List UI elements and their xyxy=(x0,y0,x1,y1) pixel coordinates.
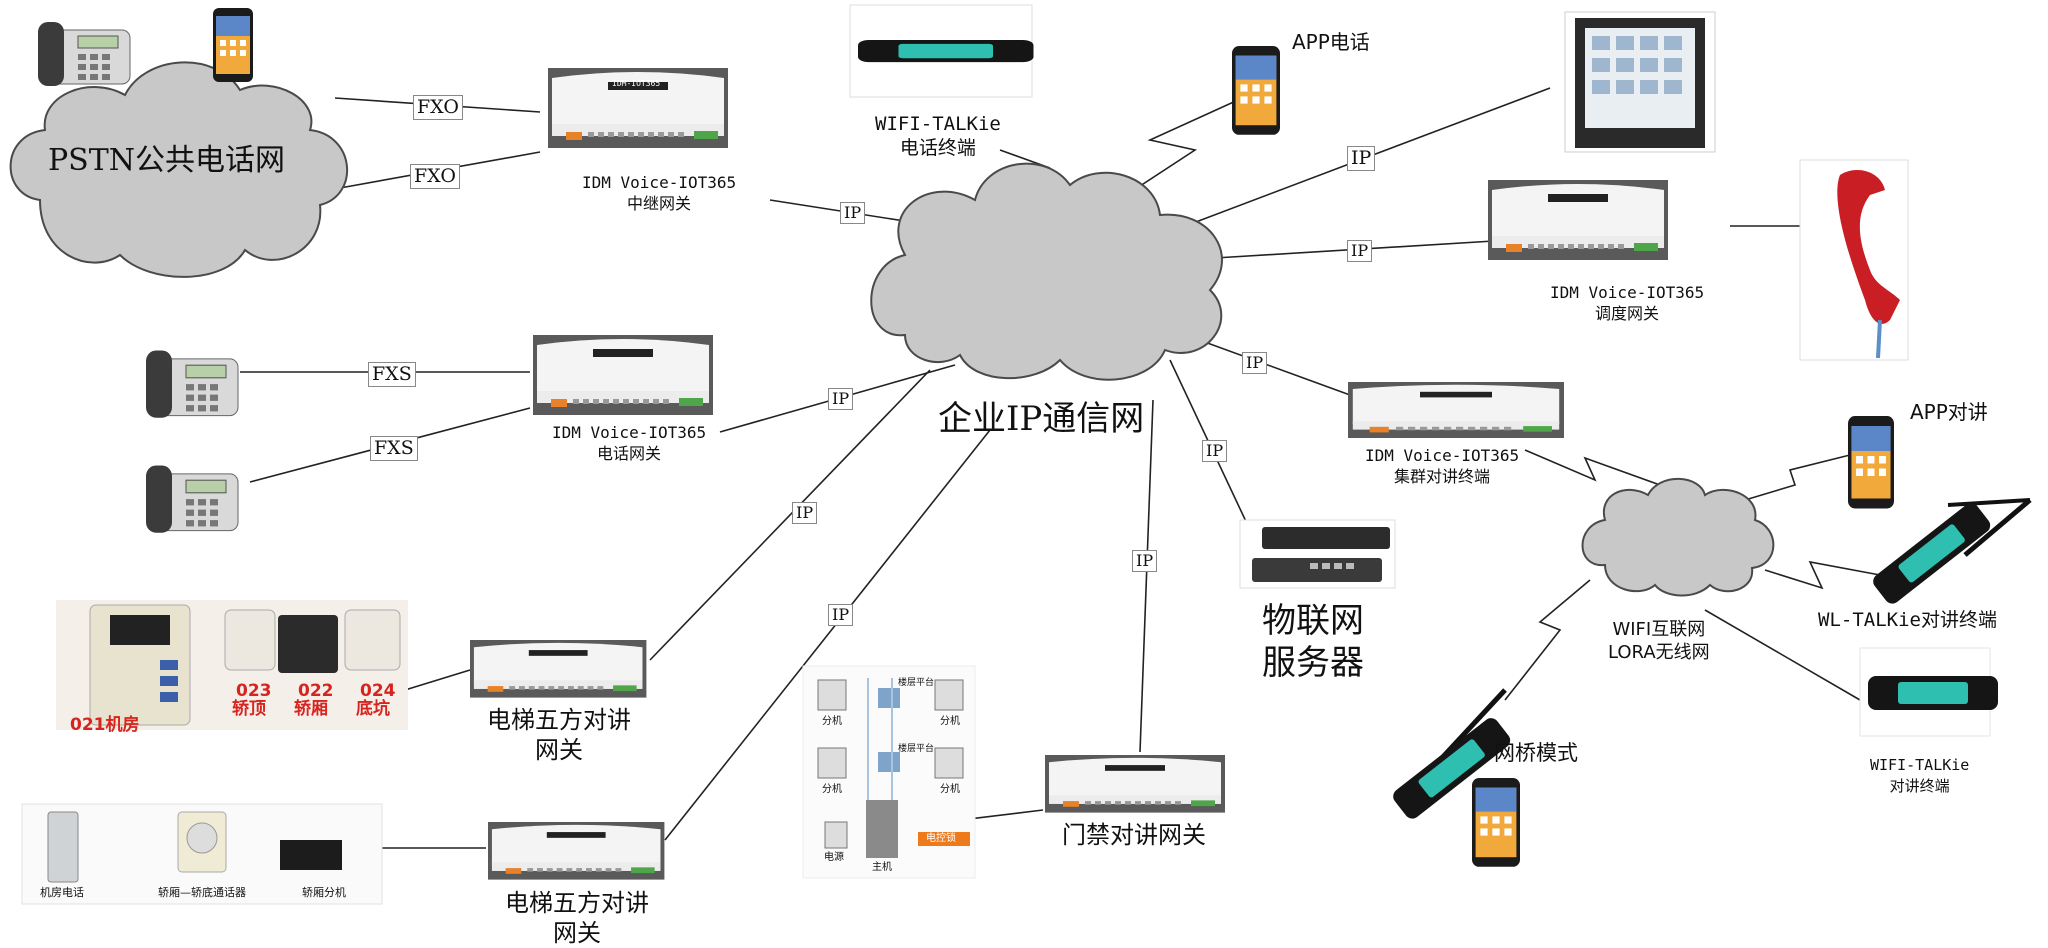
red-handset-icon xyxy=(1799,159,1909,361)
wifi-talkie-right-model: WIFI-TALKie xyxy=(1870,756,1970,774)
machine-room-label: 021机房 xyxy=(70,715,140,735)
elevator2-gateway-line2: 网关 xyxy=(553,919,601,947)
ip-tag-phone: IP xyxy=(828,388,854,410)
elevator1-gateway-label: 电梯五方对讲 网关 xyxy=(487,705,631,765)
wifi-talkie-top-type: 电话终端 xyxy=(899,137,976,159)
elevator2-gateway-label: 电梯五方对讲 网关 xyxy=(505,888,649,948)
gateway-brand: IDM-IOT365 xyxy=(612,79,661,88)
app-talk-label: APP对讲 xyxy=(1910,400,1988,424)
desk-phone-icon xyxy=(145,464,239,534)
wifi-cloud-line2: LORA无线网 xyxy=(1608,642,1710,663)
elevator-name-1: 轿顶 xyxy=(232,699,266,719)
cluster-device xyxy=(1348,382,1564,438)
elevator2-gateway-device xyxy=(488,822,665,880)
phone-gateway-model: IDM Voice-IOT365 xyxy=(552,423,707,442)
wl-talkie-icon xyxy=(1870,498,2032,607)
elevator2-gateway-line1: 电梯五方对讲 xyxy=(505,889,649,917)
door-platform-2: 楼层平台 xyxy=(898,744,935,754)
elevator-intercom-photo xyxy=(56,600,408,730)
door-ext-4: 分机 xyxy=(940,784,960,795)
elevator-name-3: 底坑 xyxy=(356,699,390,719)
wl-talkie-label: WL-TALKie对讲终端 xyxy=(1818,609,1997,631)
ip-tag-server: IP xyxy=(1202,440,1228,462)
ip-tag-dispatch: IP xyxy=(1347,240,1373,262)
phone-gateway-label: IDM Voice-IOT365 电话网关 xyxy=(552,422,706,464)
device-caption-2: 轿厢—轿底通话器 xyxy=(158,886,246,899)
ip-tag-elevator2: IP xyxy=(828,604,854,626)
ip-tag-trunk: IP xyxy=(840,202,866,224)
trunk-gateway-type: 中继网关 xyxy=(627,194,692,213)
bridge-talkie-icon xyxy=(1390,688,1514,822)
door-gateway-label: 门禁对讲网关 xyxy=(1062,821,1206,849)
iot-server-label: 物联网 服务器 xyxy=(1262,600,1364,684)
fxs-tag-1: FXS xyxy=(368,362,416,387)
pstn-cloud-label: PSTN公共电话网 xyxy=(48,143,285,178)
iot-server-icon xyxy=(1239,519,1396,589)
device-caption-3: 轿厢分机 xyxy=(302,886,346,899)
trunk-gateway-label: IDM Voice-IOT365 中继网关 xyxy=(582,172,736,214)
enterprise-cloud-label: 企业IP通信网 xyxy=(938,399,1145,439)
cluster-terminal-type: 集群对讲终端 xyxy=(1394,467,1491,486)
elevator1-gateway-line2: 网关 xyxy=(535,736,583,764)
wifi-cloud-line1: WIFI互联网 xyxy=(1612,619,1706,640)
mobile-phone-icon xyxy=(1472,778,1520,867)
desk-phone-icon xyxy=(37,21,131,87)
phone-gateway-device xyxy=(533,335,713,415)
elevator-code-3: 024 xyxy=(360,681,396,701)
door-gateway-device xyxy=(1045,755,1225,813)
dispatch-gateway-device xyxy=(1488,180,1668,260)
phone-gateway-type: 电话网关 xyxy=(597,444,662,463)
elevator-devices-photo xyxy=(21,803,383,905)
wifi-talkie-right-label: WIFI-TALKie 对讲终端 xyxy=(1870,755,1969,797)
door-intercom-diagram xyxy=(802,665,976,879)
elevator-code-1: 023 xyxy=(236,681,272,701)
ip-tag-elevator1: IP xyxy=(792,502,818,524)
wifi-talkie-top-model: WIFI-TALKie xyxy=(875,113,1001,135)
dispatch-gateway-label: IDM Voice-IOT365 调度网关 xyxy=(1550,282,1704,324)
iot-server-line1: 物联网 xyxy=(1262,601,1364,641)
door-power: 电源 xyxy=(824,852,844,863)
desk-phone-icon xyxy=(145,349,239,419)
door-ext-2: 分机 xyxy=(940,716,960,727)
wifi-talkie-icon xyxy=(858,40,1034,63)
door-ext-1: 分机 xyxy=(822,716,842,727)
wifi-talkie-icon xyxy=(1868,676,1998,710)
elevator-code-2: 022 xyxy=(298,681,334,701)
touch-screen-icon xyxy=(1564,11,1716,153)
iot-server-line2: 服务器 xyxy=(1262,643,1364,683)
wifi-talkie-top-label: WIFI-TALKie 电话终端 xyxy=(875,112,1001,160)
door-platform-1: 楼层平台 xyxy=(898,678,935,688)
fxo-tag-2: FXO xyxy=(410,164,460,189)
dispatch-gateway-model: IDM Voice-IOT365 xyxy=(1550,283,1705,302)
trunk-gateway-model: IDM Voice-IOT365 xyxy=(582,173,737,192)
device-caption-1: 机房电话 xyxy=(40,886,84,899)
mobile-phone-icon xyxy=(1232,46,1280,135)
mobile-phone-icon xyxy=(213,8,253,82)
door-lock: 电控锁 xyxy=(926,833,956,844)
app-phone-label: APP电话 xyxy=(1292,30,1370,54)
wifi-cloud xyxy=(1581,477,1775,597)
pstn-cloud xyxy=(9,61,349,278)
enterprise-cloud xyxy=(870,162,1223,381)
fxs-tag-2: FXS xyxy=(370,436,418,461)
dispatch-gateway-type: 调度网关 xyxy=(1595,304,1660,323)
elevator1-gateway-device xyxy=(470,640,647,698)
cluster-terminal-model: IDM Voice-IOT365 xyxy=(1365,446,1520,465)
cluster-terminal-label: IDM Voice-IOT365 集群对讲终端 xyxy=(1365,445,1519,487)
elevator-name-2: 轿厢 xyxy=(294,699,328,719)
door-ext-3: 分机 xyxy=(822,784,842,795)
wifi-talkie-right-type: 对讲终端 xyxy=(1889,777,1950,795)
wifi-cloud-label: WIFI互联网 LORA无线网 xyxy=(1608,618,1710,664)
ip-tag-screen: IP xyxy=(1347,146,1376,171)
ip-tag-door: IP xyxy=(1132,550,1158,572)
bridge-mode-label: 网桥模式 xyxy=(1494,741,1578,765)
ip-tag-cluster: IP xyxy=(1242,352,1268,374)
fxo-tag-1: FXO xyxy=(413,95,463,120)
door-main: 主机 xyxy=(872,862,892,873)
mobile-phone-icon xyxy=(1848,416,1894,509)
elevator1-gateway-line1: 电梯五方对讲 xyxy=(487,706,631,734)
